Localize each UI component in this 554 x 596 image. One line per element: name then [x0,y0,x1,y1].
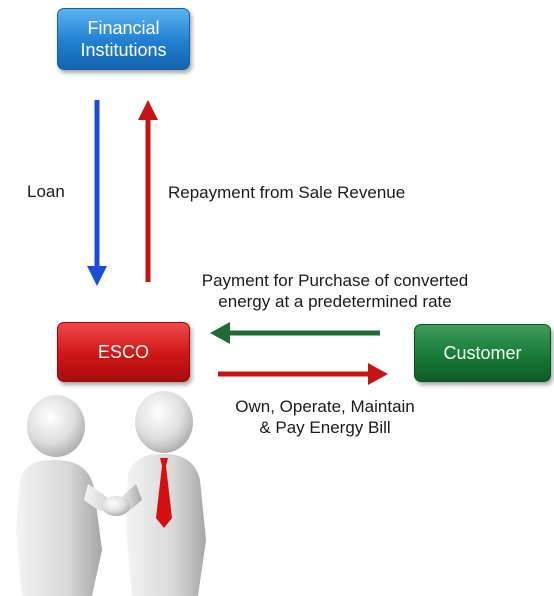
payment-arrow [210,322,380,344]
payment-label: Payment for Purchase of converted energy… [165,270,505,312]
left-person [16,395,122,596]
service-arrow [218,363,388,385]
financial-institutions-line2: Institutions [80,40,167,60]
service-label-line1: Own, Operate, Maintain [235,397,415,416]
financial-institutions-box: Financial Institutions [57,8,190,70]
handshake-people-icon [16,391,206,596]
financial-institutions-line1: Financial [87,18,160,38]
payment-label-line1: Payment for Purchase of converted [201,271,469,290]
payment-label-line2: energy at a predetermined rate [218,292,452,311]
tie-icon [156,458,172,528]
service-label: Own, Operate, Maintain & Pay Energy Bill [205,396,445,438]
right-person [108,391,206,596]
loan-label: Loan [27,182,65,201]
repayment-arrow [138,100,158,282]
loan-arrow [87,100,107,286]
handshake-hands [102,496,130,516]
esco-label: ESCO [97,342,149,362]
customer-label: Customer [443,343,522,363]
customer-box: Customer [414,324,551,382]
service-label-line2: & Pay Energy Bill [259,418,391,437]
repayment-label: Repayment from Sale Revenue [168,183,406,202]
esco-box: ESCO [57,322,190,382]
